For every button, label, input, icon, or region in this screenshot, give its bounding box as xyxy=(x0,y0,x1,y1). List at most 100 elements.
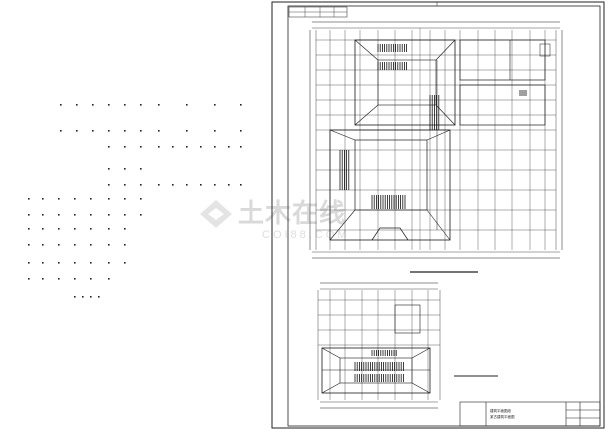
dimension-dot xyxy=(90,262,92,264)
dimension-dot xyxy=(58,262,60,264)
dimension-dot xyxy=(140,130,142,132)
dimension-dot xyxy=(90,244,92,246)
dimension-dot xyxy=(28,244,30,246)
dimension-dot xyxy=(124,130,126,132)
dimension-dot xyxy=(240,184,242,186)
dimension-dot xyxy=(228,184,230,186)
dimension-dot xyxy=(42,228,44,230)
dimension-dot xyxy=(28,214,30,216)
dimension-dot xyxy=(108,198,110,200)
dimension-dot xyxy=(90,228,92,230)
upper-floor-plan xyxy=(309,21,563,259)
dimension-dot xyxy=(90,296,92,298)
dimension-dot xyxy=(108,130,110,132)
dimension-dot xyxy=(172,184,174,186)
dimension-dot xyxy=(108,228,110,230)
watermark: 土木在线 COI88.COM xyxy=(200,198,350,241)
dimension-dot xyxy=(214,104,216,106)
roof-tile-hatching-lower xyxy=(354,350,404,382)
dimension-dot xyxy=(74,244,76,246)
dimension-dot xyxy=(108,184,110,186)
watermark-logo-icon xyxy=(200,200,232,228)
title-block-line-1: 建筑平面图纸 xyxy=(490,408,511,413)
dimension-dot xyxy=(90,198,92,200)
dimension-dot xyxy=(90,278,92,280)
dimension-dot xyxy=(108,262,110,264)
dimension-dot xyxy=(28,198,30,200)
dimension-dot xyxy=(82,296,84,298)
dimension-dot xyxy=(42,262,44,264)
dimension-dot xyxy=(108,244,110,246)
dimension-dot xyxy=(60,130,62,132)
dimension-dot xyxy=(42,278,44,280)
dimension-dot xyxy=(124,184,126,186)
dimension-dot xyxy=(158,184,160,186)
dimension-dot xyxy=(240,130,242,132)
dimension-dot xyxy=(186,104,188,106)
dimension-dot xyxy=(124,244,126,246)
dimension-dot xyxy=(124,198,126,200)
dimension-dot xyxy=(140,104,142,106)
dimension-dot xyxy=(124,146,126,148)
dimension-dot xyxy=(76,104,78,106)
lower-floor-plan xyxy=(317,282,441,409)
dimension-dot xyxy=(140,214,142,216)
dimension-dot xyxy=(186,130,188,132)
dimension-dot xyxy=(158,130,160,132)
sheet-frame xyxy=(271,1,605,429)
dimension-dot xyxy=(140,184,142,186)
dimension-dot xyxy=(214,146,216,148)
dimension-dot xyxy=(158,146,160,148)
dimension-dot xyxy=(58,198,60,200)
dimension-dot xyxy=(74,198,76,200)
dimension-dot xyxy=(74,278,76,280)
dimension-dot xyxy=(124,262,126,264)
dimension-dot xyxy=(124,214,126,216)
dimension-dot xyxy=(58,244,60,246)
dimension-dot xyxy=(74,262,76,264)
dimension-dot xyxy=(28,228,30,230)
dimension-dot xyxy=(60,104,62,106)
dimension-dot xyxy=(186,146,188,148)
title-block-line-2: 某古建筑平面图 xyxy=(490,414,515,419)
dimension-dot xyxy=(124,168,126,170)
dimension-dot xyxy=(124,228,126,230)
left-dimension-dots xyxy=(28,104,242,298)
dimension-dot xyxy=(186,184,188,186)
dimension-dot xyxy=(90,214,92,216)
dimension-dot xyxy=(58,228,60,230)
dimension-dot xyxy=(200,184,202,186)
roof-tile-hatching-upper xyxy=(339,44,527,209)
dimension-dot xyxy=(74,228,76,230)
dimension-dot xyxy=(228,146,230,148)
dimension-dot xyxy=(92,130,94,132)
dimension-dot xyxy=(98,296,100,298)
title-block xyxy=(459,401,601,427)
dimension-dot xyxy=(42,214,44,216)
dimension-dot xyxy=(240,146,242,148)
watermark-text-cn: 土木在线 xyxy=(238,198,346,228)
dimension-dot xyxy=(108,214,110,216)
dimension-dot xyxy=(124,104,126,106)
dimension-dot xyxy=(42,244,44,246)
dimension-dot xyxy=(28,262,30,264)
dimension-dot xyxy=(214,130,216,132)
dimension-dot xyxy=(200,146,202,148)
dimension-dot xyxy=(108,146,110,148)
dimension-dot xyxy=(140,146,142,148)
watermark-text-en: COI88.COM xyxy=(262,229,350,241)
dimension-dot xyxy=(76,130,78,132)
dimension-dot xyxy=(74,214,76,216)
dimension-dot xyxy=(240,104,242,106)
dimension-dot xyxy=(140,168,142,170)
dimension-dot xyxy=(108,278,110,280)
dimension-dot xyxy=(108,168,110,170)
dimension-dot xyxy=(28,278,30,280)
dimension-dot xyxy=(108,104,110,106)
dimension-dot xyxy=(172,146,174,148)
dimension-dot xyxy=(140,198,142,200)
dimension-dot xyxy=(92,104,94,106)
dimension-dot xyxy=(214,184,216,186)
dimension-dot xyxy=(42,198,44,200)
